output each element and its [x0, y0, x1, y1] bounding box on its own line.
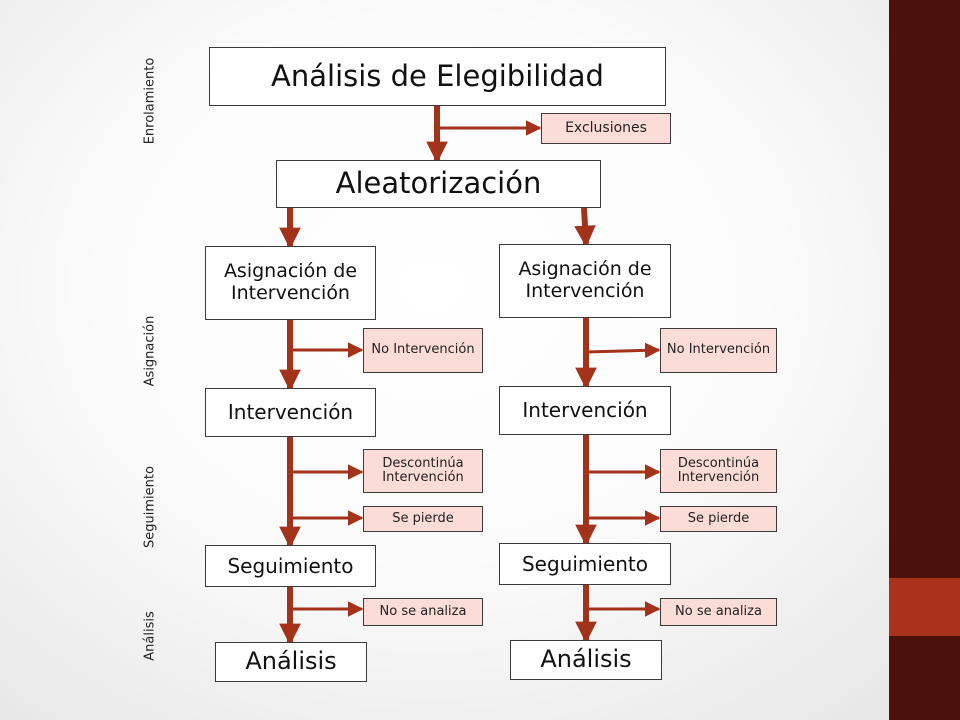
stage-label-seguimiento: Seguimiento — [142, 466, 158, 548]
randomization-box: Aleatorización — [276, 160, 601, 208]
exclusions-box: Exclusiones — [541, 113, 671, 144]
left-not-analyzed-box: No se analiza — [363, 598, 483, 626]
right-lost-box: Se pierde — [660, 506, 777, 532]
stage-label-asignacion: Asignación — [142, 315, 158, 387]
left-intervention-box: Intervención — [205, 388, 376, 437]
right-analysis-box: Análisis — [510, 640, 662, 680]
right-not-analyzed-box: No se analiza — [660, 598, 777, 626]
arrow-randomization-to-right — [574, 207, 596, 248]
stage-label-analisis: Análisis — [142, 611, 158, 661]
right-no-intervention-box: No Intervención — [660, 328, 777, 373]
right-followup-box: Seguimiento — [499, 543, 671, 585]
left-no-intervention-box: No Intervención — [363, 328, 483, 373]
right-assignment-box: Asignación de Intervención — [499, 244, 671, 318]
right-discontinues-box: Descontinúa Intervención — [660, 449, 777, 493]
arrow-right-to-no-intervention — [585, 342, 661, 359]
left-discontinues-box: Descontinúa Intervención — [363, 449, 483, 493]
eligibility-box: Análisis de Elegibilidad — [209, 47, 666, 106]
left-lost-box: Se pierde — [363, 506, 483, 532]
stage-label-enrolamiento: Enrolamiento — [142, 57, 158, 145]
left-assignment-box: Asignación de Intervención — [205, 246, 376, 320]
sidebar-accent-band — [889, 578, 960, 636]
right-intervention-box: Intervención — [499, 386, 671, 435]
left-analysis-box: Análisis — [215, 642, 367, 682]
left-followup-box: Seguimiento — [205, 545, 376, 587]
